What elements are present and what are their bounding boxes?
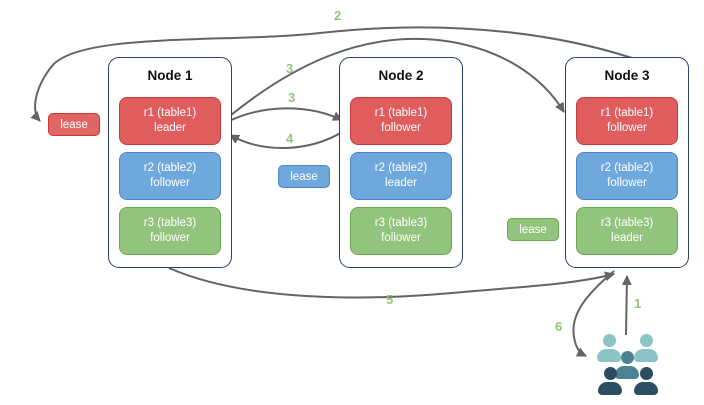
step-label-6: 6: [555, 319, 563, 334]
person-icon: [634, 334, 658, 362]
replica-name: r2 (table2): [374, 162, 428, 175]
replica-role: follower: [150, 232, 190, 244]
users-group-icon: [597, 331, 659, 395]
replica-name: r3 (table3): [374, 217, 428, 230]
arrow-step3-node1-to-node2: [224, 107, 343, 124]
replica-r1: r1 (table1) leader: [119, 97, 221, 145]
replica-name: r1 (table1): [374, 107, 428, 120]
person-icon: [634, 367, 658, 395]
replica-r2: r2 (table2) follower: [576, 152, 678, 200]
replica-r1: r1 (table1) follower: [576, 97, 678, 145]
node-title: Node 2: [378, 68, 424, 83]
replica-role: follower: [607, 177, 647, 189]
replica-r2: r2 (table2) leader: [350, 152, 452, 200]
replica-r3: r3 (table3) follower: [119, 207, 221, 255]
replica-r1: r1 (table1) follower: [350, 97, 452, 145]
replica-role: follower: [607, 122, 647, 134]
node-1: Node 1 r1 (table1) leader r2 (table2) fo…: [108, 57, 232, 268]
step-label-5: 5: [386, 292, 394, 307]
step-label-4: 4: [286, 131, 294, 146]
node-title: Node 1: [147, 68, 193, 83]
arrow-step1-users-to-node3: [621, 275, 632, 336]
lease-badge-table1: lease: [48, 113, 100, 136]
person-icon: [597, 334, 621, 362]
replica-name: r2 (table2): [143, 162, 197, 175]
replica-role: leader: [154, 122, 186, 134]
replica-name: r3 (table3): [143, 217, 197, 230]
node-2: Node 2 r1 (table1) follower r2 (table2) …: [339, 57, 463, 268]
node-3: Node 3 r1 (table1) follower r2 (table2) …: [565, 57, 689, 268]
step-label-2: 2: [334, 8, 342, 23]
replica-name: r1 (table1): [143, 107, 197, 120]
replica-role: leader: [611, 232, 643, 244]
replica-r2: r2 (table2) follower: [119, 152, 221, 200]
step-label-3-lower: 3: [288, 90, 296, 105]
replica-name: r3 (table3): [600, 217, 654, 230]
person-icon: [615, 351, 639, 379]
replica-role: leader: [385, 177, 417, 189]
replica-r3: r3 (table3) leader: [576, 207, 678, 255]
replica-role: follower: [381, 122, 421, 134]
replica-r3: r3 (table3) follower: [350, 207, 452, 255]
node-title: Node 3: [604, 68, 650, 83]
person-icon: [598, 367, 622, 395]
replica-name: r1 (table1): [600, 107, 654, 120]
lease-badge-table3: lease: [507, 218, 559, 241]
lease-badge-table2: lease: [278, 165, 330, 188]
replica-role: follower: [381, 232, 421, 244]
step-label-1: 1: [634, 296, 642, 311]
replica-role: follower: [150, 177, 190, 189]
replica-name: r2 (table2): [600, 162, 654, 175]
step-label-3-upper: 3: [286, 61, 294, 76]
